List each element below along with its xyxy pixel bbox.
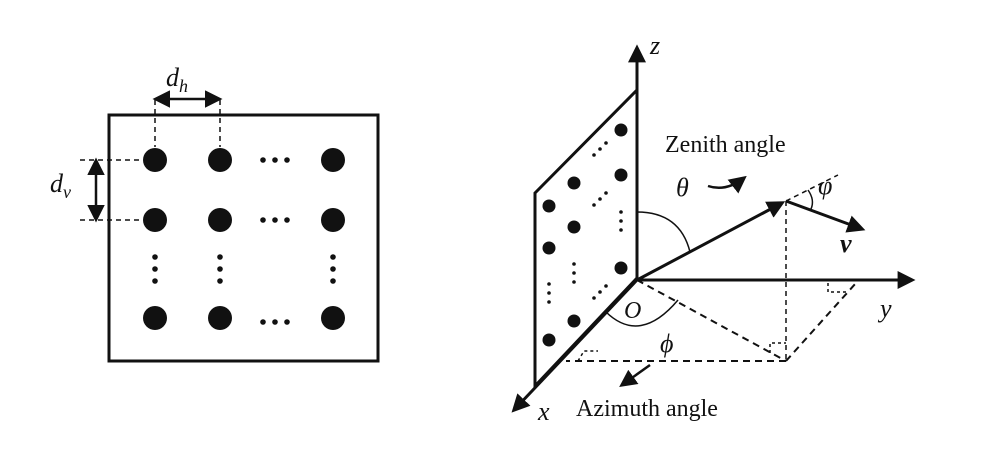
azimuth-angle-label: Azimuth angle	[576, 396, 718, 422]
right-angle-markers	[577, 283, 846, 362]
plane-elements	[542, 123, 628, 347]
coordinate-geometry-panel: z y x O v φ θ Zenith angle ϕ Az	[511, 31, 916, 426]
direction-extension	[785, 174, 839, 202]
azimuth-angle-arc	[605, 299, 679, 327]
array-element	[143, 148, 167, 172]
vertical-ellipsis	[152, 254, 336, 284]
velocity-label: v	[840, 229, 852, 258]
origin-label: O	[624, 298, 641, 324]
varphi-arc	[807, 189, 814, 210]
array-element	[321, 306, 345, 330]
dh-dimension: dh	[152, 63, 223, 147]
array-element	[143, 306, 167, 330]
array-board	[107, 113, 380, 363]
array-element	[321, 148, 345, 172]
zenith-angle-arc	[636, 211, 691, 253]
dv-label: dv	[50, 169, 71, 202]
array-element	[208, 306, 232, 330]
z-axis-label: z	[649, 31, 660, 60]
x-axis	[511, 278, 639, 413]
azimuth-rotation-arrow	[619, 363, 651, 388]
plane-ellipsis	[547, 141, 623, 304]
zenith-rotation-arrow	[707, 175, 747, 194]
xy-plane-projection	[636, 279, 787, 362]
velocity-vector	[785, 199, 866, 233]
direction-vector	[636, 201, 786, 282]
planar-array-panel: dh dv	[50, 63, 380, 363]
phi-label: ϕ	[660, 329, 673, 358]
theta-label: θ	[676, 173, 689, 202]
dh-label: dh	[166, 63, 188, 96]
y-projection	[785, 282, 857, 362]
array-element	[321, 208, 345, 232]
array-element	[143, 208, 167, 232]
y-axis-label: y	[877, 294, 892, 323]
varphi-label: φ	[818, 171, 832, 200]
array-elements	[143, 148, 345, 330]
array-element	[208, 208, 232, 232]
zenith-angle-label: Zenith angle	[665, 132, 786, 158]
dv-dimension: dv	[50, 157, 142, 223]
array-element	[208, 148, 232, 172]
x-axis-label: x	[537, 397, 550, 426]
horizontal-ellipsis	[260, 157, 290, 325]
